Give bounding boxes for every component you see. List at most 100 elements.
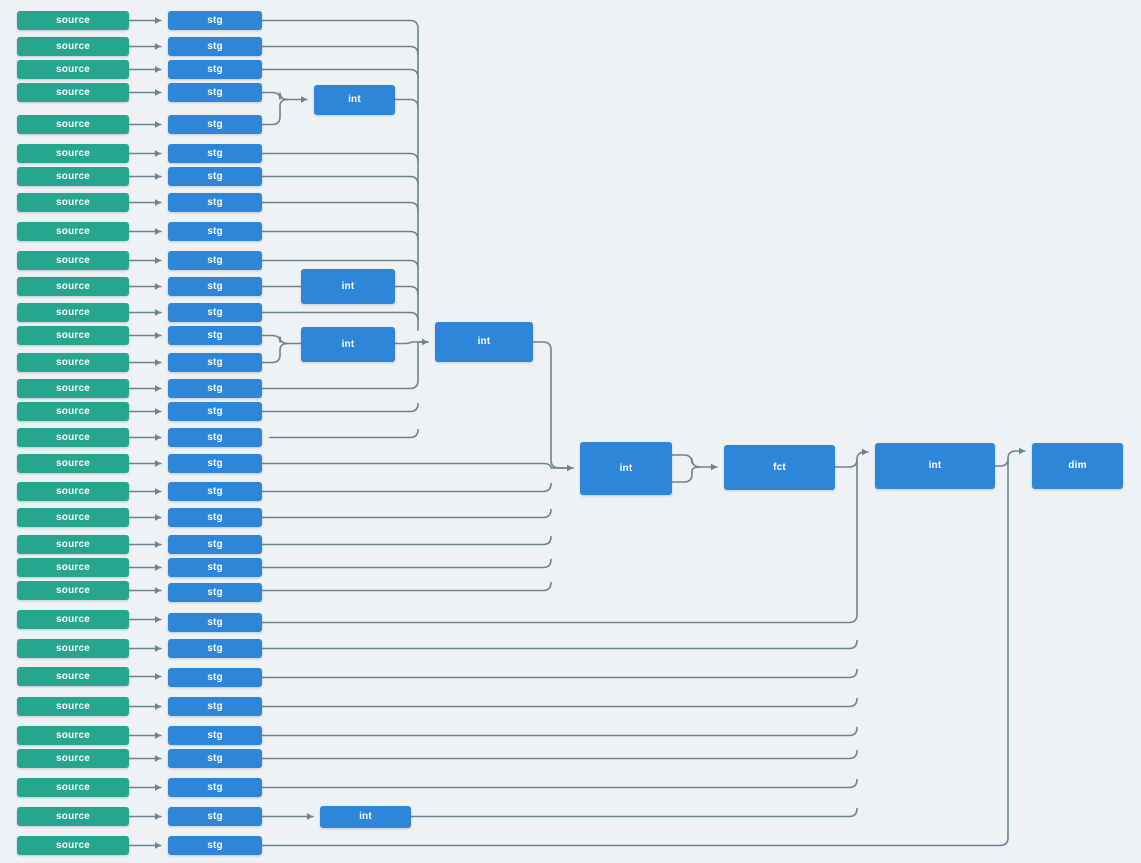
node-source-8[interactable]: source (17, 193, 129, 212)
node-stg-17[interactable]: stg (168, 428, 262, 447)
node-stg-31[interactable]: stg (168, 807, 262, 826)
node-source-24[interactable]: source (17, 610, 129, 629)
node-label-stg-1: stg (207, 14, 223, 26)
node-source-2[interactable]: source (17, 37, 129, 56)
node-source-22[interactable]: source (17, 558, 129, 577)
node-label-int-b: int (341, 280, 355, 292)
node-stg-22[interactable]: stg (168, 558, 262, 577)
node-source-14[interactable]: source (17, 353, 129, 372)
node-label-source-26: source (56, 670, 90, 682)
node-stg-27[interactable]: stg (168, 697, 262, 716)
node-source-32[interactable]: source (17, 836, 129, 855)
node-source-9[interactable]: source (17, 222, 129, 241)
node-stg-28[interactable]: stg (168, 726, 262, 745)
node-stg-5[interactable]: stg (168, 115, 262, 134)
node-stg-7[interactable]: stg (168, 167, 262, 186)
node-stg-14[interactable]: stg (168, 353, 262, 372)
node-label-source-1: source (56, 14, 90, 26)
node-source-28[interactable]: source (17, 726, 129, 745)
node-source-11[interactable]: source (17, 277, 129, 296)
node-label-stg-18: stg (207, 457, 223, 469)
node-stg-12[interactable]: stg (168, 303, 262, 322)
node-source-27[interactable]: source (17, 697, 129, 716)
node-int-a[interactable]: int (314, 85, 395, 115)
node-stg-4[interactable]: stg (168, 83, 262, 102)
node-label-source-2: source (56, 40, 90, 52)
node-int-c[interactable]: int (301, 327, 395, 362)
node-stg-8[interactable]: stg (168, 193, 262, 212)
node-fct-a[interactable]: fct (724, 445, 835, 490)
node-stg-25[interactable]: stg (168, 639, 262, 658)
node-label-source-22: source (56, 561, 90, 573)
node-label-source-27: source (56, 700, 90, 712)
node-stg-30[interactable]: stg (168, 778, 262, 797)
node-int-f[interactable]: int (875, 443, 995, 489)
node-stg-15[interactable]: stg (168, 379, 262, 398)
node-stg-32[interactable]: stg (168, 836, 262, 855)
node-label-source-15: source (56, 382, 90, 394)
node-source-31[interactable]: source (17, 807, 129, 826)
node-label-source-20: source (56, 511, 90, 523)
node-source-6[interactable]: source (17, 144, 129, 163)
node-label-source-32: source (56, 839, 90, 851)
node-source-29[interactable]: source (17, 749, 129, 768)
node-label-source-24: source (56, 613, 90, 625)
node-source-7[interactable]: source (17, 167, 129, 186)
node-label-source-3: source (56, 63, 90, 75)
node-label-stg-5: stg (207, 118, 223, 130)
node-stg-6[interactable]: stg (168, 144, 262, 163)
node-label-source-13: source (56, 329, 90, 341)
node-stg-16[interactable]: stg (168, 402, 262, 421)
node-stg-29[interactable]: stg (168, 749, 262, 768)
node-label-source-30: source (56, 781, 90, 793)
node-int-b[interactable]: int (301, 269, 395, 304)
node-label-dim-a: dim (1068, 460, 1087, 471)
node-source-3[interactable]: source (17, 60, 129, 79)
node-source-30[interactable]: source (17, 778, 129, 797)
node-source-23[interactable]: source (17, 581, 129, 600)
node-stg-9[interactable]: stg (168, 222, 262, 241)
node-int-e[interactable]: int (580, 442, 672, 495)
node-stg-23[interactable]: stg (168, 583, 262, 602)
node-source-25[interactable]: source (17, 639, 129, 658)
node-source-19[interactable]: source (17, 482, 129, 501)
node-label-source-7: source (56, 170, 90, 182)
node-stg-24[interactable]: stg (168, 613, 262, 632)
node-label-source-17: source (56, 431, 90, 443)
node-stg-3[interactable]: stg (168, 60, 262, 79)
node-label-source-4: source (56, 86, 90, 98)
node-source-12[interactable]: source (17, 303, 129, 322)
node-source-17[interactable]: source (17, 428, 129, 447)
node-stg-21[interactable]: stg (168, 535, 262, 554)
node-source-13[interactable]: source (17, 326, 129, 345)
node-stg-13[interactable]: stg (168, 326, 262, 345)
node-stg-19[interactable]: stg (168, 482, 262, 501)
node-label-int-f: int (928, 460, 942, 471)
node-label-stg-8: stg (207, 196, 223, 208)
node-int-g[interactable]: int (320, 806, 411, 828)
node-stg-11[interactable]: stg (168, 277, 262, 296)
node-label-source-12: source (56, 306, 90, 318)
node-source-18[interactable]: source (17, 454, 129, 473)
node-stg-26[interactable]: stg (168, 668, 262, 687)
node-source-5[interactable]: source (17, 115, 129, 134)
node-stg-20[interactable]: stg (168, 508, 262, 527)
node-label-stg-25: stg (207, 642, 223, 654)
node-label-source-8: source (56, 196, 90, 208)
node-source-4[interactable]: source (17, 83, 129, 102)
node-stg-10[interactable]: stg (168, 251, 262, 270)
node-source-15[interactable]: source (17, 379, 129, 398)
node-source-21[interactable]: source (17, 535, 129, 554)
node-dim-a[interactable]: dim (1032, 443, 1123, 489)
node-source-1[interactable]: source (17, 11, 129, 30)
node-stg-18[interactable]: stg (168, 454, 262, 473)
node-source-10[interactable]: source (17, 251, 129, 270)
node-source-16[interactable]: source (17, 402, 129, 421)
node-stg-1[interactable]: stg (168, 11, 262, 30)
node-stg-2[interactable]: stg (168, 37, 262, 56)
node-source-20[interactable]: source (17, 508, 129, 527)
node-label-source-5: source (56, 118, 90, 130)
node-int-d[interactable]: int (435, 322, 533, 362)
node-source-26[interactable]: source (17, 667, 129, 686)
